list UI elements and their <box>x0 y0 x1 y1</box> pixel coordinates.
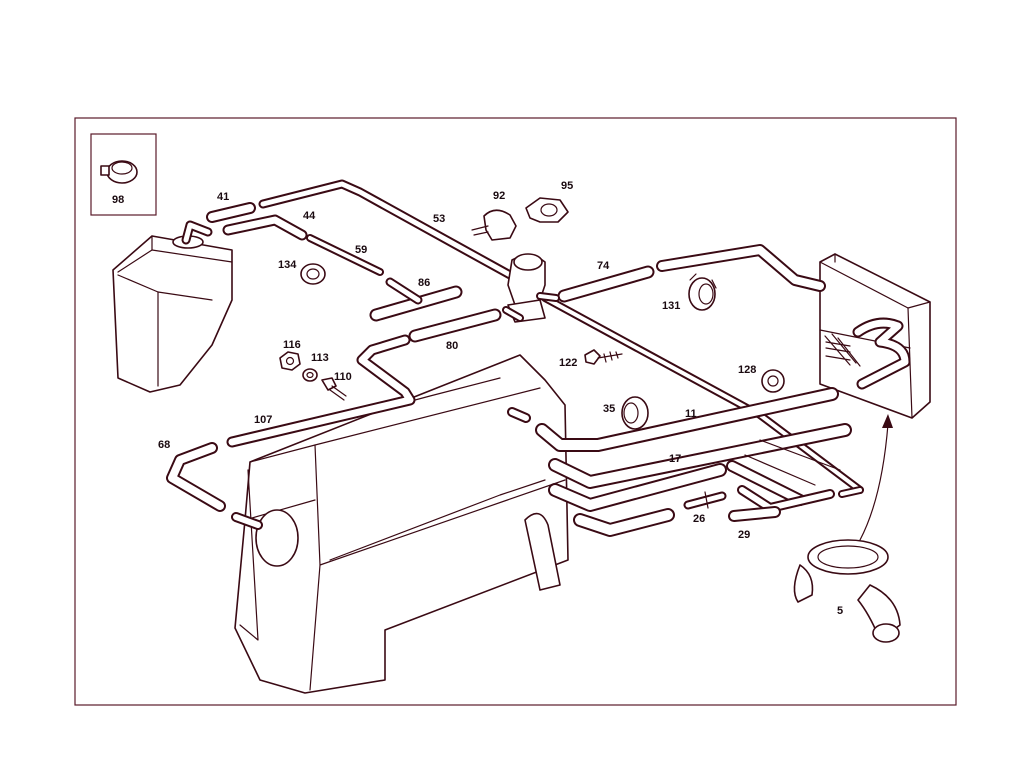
hoses <box>166 179 864 537</box>
diagram-frame <box>74 117 957 706</box>
label-86: 86 <box>418 277 430 289</box>
heater-core <box>819 253 931 419</box>
label-95: 95 <box>561 180 573 192</box>
label-44: 44 <box>303 210 316 222</box>
valve-assembly <box>502 253 560 323</box>
label-53: 53 <box>433 213 445 225</box>
label-26: 26 <box>693 513 705 525</box>
pointer-arrow <box>859 423 889 541</box>
air-duct-5 <box>793 539 901 643</box>
label-122: 122 <box>559 357 577 369</box>
arrow-head <box>882 414 893 428</box>
label-35: 35 <box>603 403 615 415</box>
label-92: 92 <box>493 190 505 202</box>
label-107: 107 <box>254 414 272 426</box>
label-74: 74 <box>597 260 610 272</box>
label-11: 11 <box>685 408 697 420</box>
label-80: 80 <box>446 340 458 352</box>
engine-block <box>231 354 569 694</box>
label-110: 110 <box>334 371 352 383</box>
label-41: 41 <box>217 191 229 203</box>
small-parts <box>279 197 785 430</box>
label-59: 59 <box>355 244 367 256</box>
part-labels: 98 41 44 53 59 92 95 74 134 86 131 116 1… <box>112 180 843 617</box>
label-98: 98 <box>112 194 124 206</box>
label-116: 116 <box>283 339 301 351</box>
label-134: 134 <box>278 259 297 271</box>
label-29: 29 <box>738 529 750 541</box>
label-131: 131 <box>662 300 680 312</box>
label-128: 128 <box>738 364 756 376</box>
inset-clamp-98 <box>90 133 157 216</box>
label-68: 68 <box>158 439 170 451</box>
label-113: 113 <box>311 352 329 364</box>
label-5: 5 <box>837 605 843 617</box>
label-17: 17 <box>669 453 681 465</box>
reservoir-tank <box>112 220 233 393</box>
